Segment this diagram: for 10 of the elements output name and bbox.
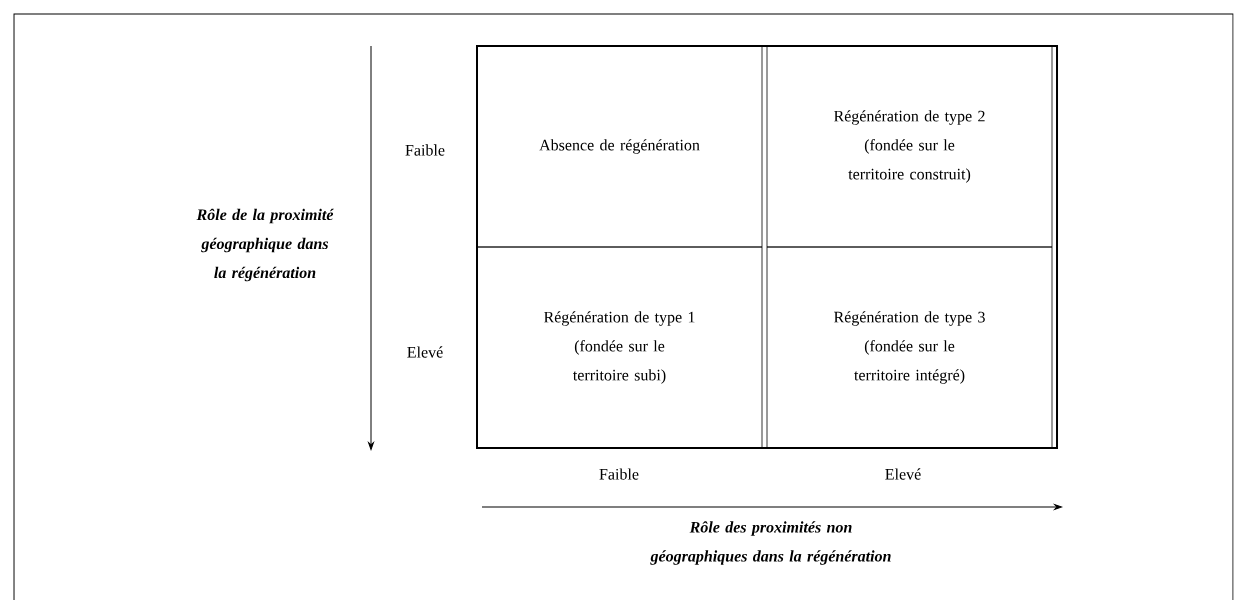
axis-title: Rôle de la proximité géographique dans la régénération: [196, 208, 334, 282]
matrix-cell: Absence de régénération: [476, 45, 763, 248]
column-label: Elevé: [885, 468, 921, 480]
matrix-cell: Régénération de type 1 (fondée sur le territoire subi): [476, 246, 763, 449]
axis-title: Rôle des proximités non géographiques dans la régénération: [650, 521, 891, 565]
row-label: Elevé: [407, 346, 443, 358]
row-label: Faible: [405, 144, 445, 156]
column-label: Faible: [599, 468, 639, 480]
matrix-cell: Régénération de type 3 (fondée sur le territoire intégré): [766, 246, 1053, 449]
matrix-cell: Régénération de type 2 (fondée sur le territoire construit): [766, 45, 1053, 248]
